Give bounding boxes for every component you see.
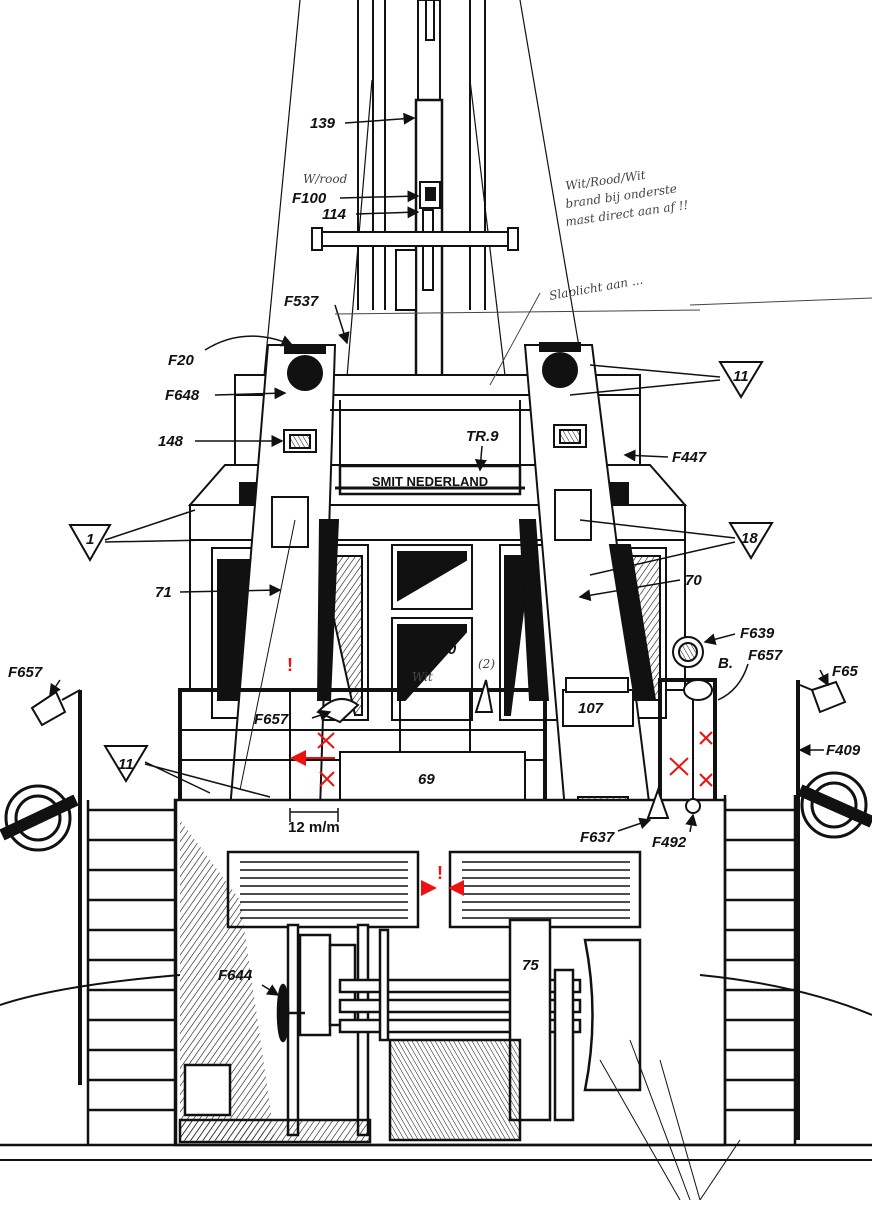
ladder-right bbox=[723, 680, 800, 1145]
label-tr9: TR.9 bbox=[466, 428, 499, 445]
name-board: SMIT NEDERLAND bbox=[335, 464, 525, 496]
label-b: B. bbox=[718, 655, 733, 672]
roof-railing bbox=[330, 400, 530, 470]
label-11-bottom: 11 bbox=[118, 756, 134, 773]
lifebuoy-left bbox=[0, 784, 79, 852]
label-f657-mid: F657 bbox=[254, 711, 289, 728]
label-18: 18 bbox=[741, 530, 758, 547]
vent-grille-right bbox=[462, 861, 630, 919]
leader-lines bbox=[49, 112, 829, 996]
mast-yard bbox=[311, 227, 519, 311]
label-f20: F20 bbox=[168, 352, 195, 369]
label-139: 139 bbox=[310, 115, 336, 132]
deck-lamp-right bbox=[799, 680, 847, 714]
note-wit: Wit bbox=[412, 670, 433, 684]
red-annotations bbox=[290, 731, 713, 896]
part-labels: 139 F100 114 F537 F20 F648 148 TR.9 F447… bbox=[8, 115, 861, 984]
vent-grille-left bbox=[240, 861, 408, 919]
label-f639: F639 bbox=[740, 625, 775, 642]
label-69: 69 bbox=[418, 771, 435, 788]
red-exclamation-left: ! bbox=[287, 655, 293, 675]
ladder-left bbox=[78, 690, 178, 1145]
label-114: 114 bbox=[322, 206, 347, 223]
label-11-top: 11 bbox=[733, 368, 749, 385]
label-f447: F447 bbox=[672, 449, 707, 466]
label-75: 75 bbox=[522, 957, 539, 974]
note-two: (2) bbox=[478, 657, 495, 671]
label-1: 1 bbox=[86, 531, 94, 548]
left-lantern-post bbox=[228, 344, 340, 811]
lifebuoy-right bbox=[797, 771, 872, 839]
label-f657-left: F657 bbox=[8, 664, 43, 681]
name-board-text: SMIT NEDERLAND bbox=[372, 474, 488, 489]
red-exclamation-center: ! bbox=[437, 863, 443, 883]
deckhouse-shade bbox=[180, 820, 275, 1140]
label-f492: F492 bbox=[652, 834, 687, 851]
winch bbox=[178, 918, 642, 1144]
symbol-triangles bbox=[68, 361, 774, 783]
label-f100-mid: F100 bbox=[422, 641, 457, 658]
deck-lamp-left bbox=[30, 689, 81, 727]
label-12mm: 12 m/m bbox=[288, 819, 340, 836]
label-148: 148 bbox=[158, 433, 184, 450]
label-107: 107 bbox=[578, 700, 604, 717]
label-f657-right: F65 bbox=[832, 663, 859, 680]
label-f657-center: F657 bbox=[748, 647, 783, 664]
label-f409: F409 bbox=[826, 742, 861, 759]
label-71: 71 bbox=[155, 584, 172, 601]
note-mast: W/rood bbox=[303, 172, 348, 186]
label-f644: F644 bbox=[218, 967, 253, 984]
label-f637: F637 bbox=[580, 829, 615, 846]
note-spliced: Slaplicht aan ... bbox=[548, 273, 644, 303]
label-f100-top: F100 bbox=[292, 190, 327, 207]
search-lamp bbox=[316, 636, 713, 819]
label-f537: F537 bbox=[284, 293, 319, 310]
label-70: 70 bbox=[685, 572, 702, 589]
hull bbox=[0, 974, 872, 1201]
label-f648: F648 bbox=[165, 387, 200, 404]
